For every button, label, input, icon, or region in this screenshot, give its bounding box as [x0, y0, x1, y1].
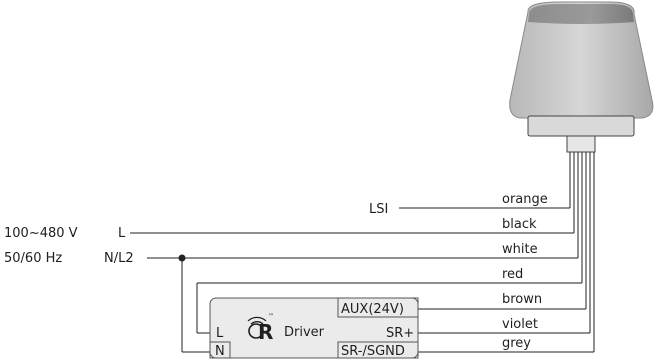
- fixture: [509, 1, 654, 153]
- sr-logo-trademark: ™: [268, 313, 274, 320]
- sr-logo-ring: [248, 323, 264, 339]
- wire-label-orange: orange: [502, 192, 548, 207]
- driver-box: L N AUX(24V) SR+ SR-/SGND R ™ Driver: [209, 297, 419, 359]
- driver-aux-label: AUX(24V): [341, 302, 404, 317]
- wire-label-black: black: [502, 217, 537, 232]
- wire-labels: orange black white red brown violet grey: [502, 192, 548, 351]
- driver-sr-plus-label: SR+: [386, 326, 414, 341]
- wire-bundle: [569, 152, 595, 352]
- fixture-gland: [566, 135, 596, 153]
- n-terminal-box: [209, 341, 231, 359]
- junction-dot: [178, 254, 186, 262]
- supply-frequency: 50/60 Hz: [4, 251, 62, 266]
- wire-label-violet: violet: [502, 317, 538, 332]
- fixture-base: [527, 115, 635, 137]
- lsi-label: LSI: [369, 202, 388, 217]
- wire-runs: [130, 207, 594, 353]
- supply-terminal-l: L: [118, 226, 126, 241]
- supply-terminal-n: N/L2: [104, 251, 134, 266]
- driver-terminal-l: L: [216, 326, 224, 341]
- driver-terminal-n: N: [215, 344, 225, 359]
- sr-logo: R ™: [247, 313, 274, 344]
- driver-name: Driver: [284, 325, 325, 340]
- wire-label-red: red: [502, 267, 523, 282]
- aux-terminal-box: [337, 297, 419, 318]
- sr-logo-letter: R: [258, 320, 273, 344]
- fixture-dome: [509, 1, 654, 119]
- fixture-top-cap: [528, 4, 634, 24]
- supply-voltage: 100~480 V: [4, 226, 78, 241]
- driver-sr-minus-label: SR-/SGND: [341, 344, 405, 359]
- wire-label-grey: grey: [502, 336, 531, 351]
- sr-minus-terminal-box: [337, 341, 419, 359]
- driver-body: [209, 297, 419, 359]
- wire-label-white: white: [502, 242, 538, 257]
- wire-label-brown: brown: [502, 292, 542, 307]
